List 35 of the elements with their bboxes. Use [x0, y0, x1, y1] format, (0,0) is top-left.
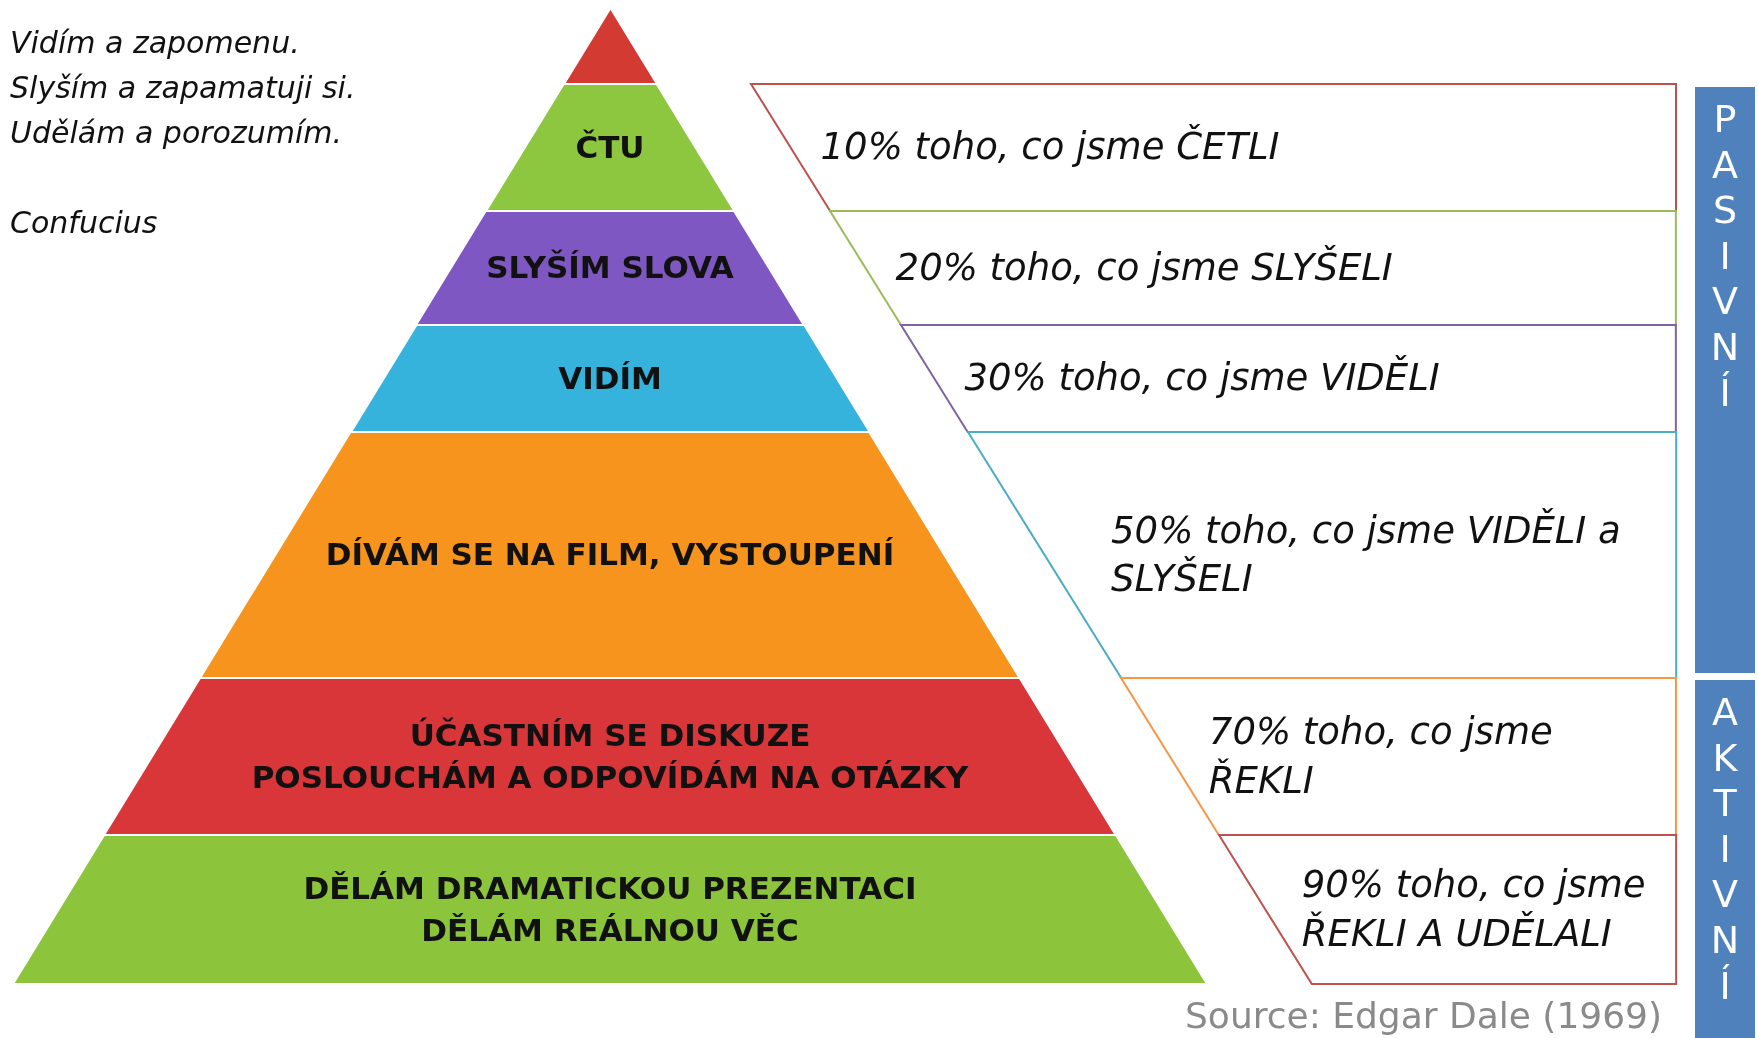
- pyramid-tip: [563, 8, 657, 84]
- percentage-panel: [751, 84, 1676, 211]
- layer-label: DĚLÁM REÁLNOU VĚC: [421, 910, 799, 950]
- layer-label: SLYŠÍM SLOVA: [486, 248, 734, 288]
- quote-line: Vidím a zapomenu.: [10, 25, 300, 60]
- pyramid-layer: [200, 432, 1020, 678]
- vertical-label: PASIVNÍ: [1710, 97, 1740, 417]
- percentage-panel: [1218, 835, 1676, 984]
- pyramid-layer: [416, 211, 804, 325]
- layer-label: ÚČASTNÍM SE DISKUZE: [409, 715, 811, 755]
- percentage-text: 30% toho, co jsme VIDĚLI: [964, 354, 1440, 402]
- source-note: Source: Edgar Dale (1969): [1185, 995, 1663, 1036]
- layer-label: ČTU: [575, 127, 645, 167]
- percentage-text: 50% toho, co jsme VIDĚLI a SLYŠELI: [1111, 507, 1622, 602]
- pyramid-layer: [13, 835, 1207, 984]
- quote-author: Confucius: [10, 205, 158, 240]
- percentage-text: 70% toho, co jsme ŘEKLI: [1208, 709, 1554, 804]
- pyramid-layer: [104, 678, 1116, 835]
- quote-line: Slyším a zapamatuji si.: [10, 70, 356, 105]
- quote-line: Udělám a porozumím.: [10, 115, 343, 150]
- category-band: [1695, 87, 1755, 673]
- layer-label: DĚLÁM DRAMATICKOU PREZENTACI: [303, 868, 917, 908]
- percentage-panel: [830, 211, 1676, 325]
- percentage-text: 10% toho, co jsme ČETLI: [820, 123, 1280, 171]
- percentage-text: 20% toho, co jsme SLYŠELI: [895, 244, 1393, 291]
- percentage-panel: [901, 325, 1676, 432]
- percentage-text: 90% toho, co jsme ŘEKLI A UDĚLALI: [1301, 862, 1647, 957]
- layer-label: VIDÍM: [558, 358, 662, 398]
- pyramid-layer: [350, 325, 870, 432]
- category-band: [1695, 680, 1755, 1038]
- vertical-label: AKTIVNÍ: [1710, 690, 1740, 1010]
- pyramid-layer: [485, 84, 735, 211]
- percentage-panel: [967, 432, 1676, 678]
- layer-label: DÍVÁM SE NA FILM, VYSTOUPENÍ: [325, 535, 895, 575]
- layer-label: POSLOUCHÁM A ODPOVÍDÁM NA OTÁZKY: [251, 757, 969, 797]
